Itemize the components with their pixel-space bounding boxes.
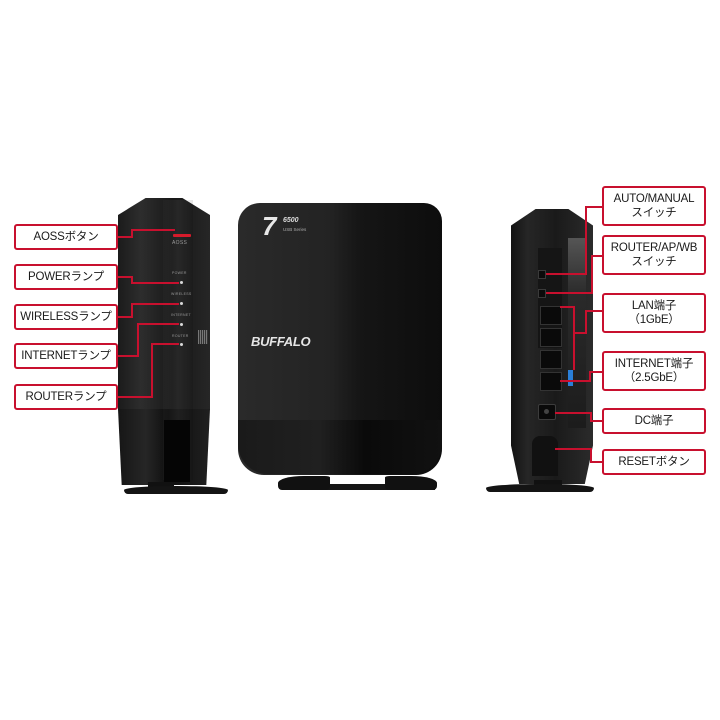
internet-led bbox=[180, 323, 183, 326]
callout-line bbox=[118, 236, 132, 238]
center-stand-bar bbox=[285, 484, 435, 490]
callout-label: AOSSボタン bbox=[33, 231, 99, 243]
callout-line bbox=[131, 282, 179, 284]
callout-line bbox=[546, 273, 586, 275]
power-led bbox=[180, 281, 183, 284]
router-front-stand bbox=[124, 486, 228, 494]
callout-line bbox=[573, 332, 587, 334]
callout-router-ap-wb-switch: ROUTER/AP/WB スイッチ bbox=[602, 235, 706, 275]
callout-label: スイッチ bbox=[631, 256, 677, 268]
callout-line bbox=[586, 310, 602, 312]
internet-port-indicator bbox=[568, 370, 573, 386]
wireless-led-label: WIRELESS bbox=[171, 292, 192, 296]
callout-line bbox=[590, 412, 592, 421]
callout-label: INTERNETランプ bbox=[21, 350, 111, 362]
callout-label: ROUTERランプ bbox=[25, 391, 107, 403]
router-front-vent bbox=[164, 420, 190, 482]
callout-line bbox=[118, 276, 132, 278]
callout-label: RESETボタン bbox=[618, 456, 690, 468]
internet-led-label: INTERNET bbox=[171, 313, 191, 317]
aoss-button[interactable] bbox=[173, 234, 191, 237]
callout-line bbox=[137, 323, 139, 357]
callout-line bbox=[118, 355, 138, 357]
callout-line bbox=[131, 229, 175, 231]
model-sub-text: USB Series bbox=[283, 227, 307, 232]
callout-internet-port: INTERNET端子 （2.5GbE） bbox=[602, 351, 706, 391]
callout-line bbox=[131, 303, 133, 318]
lan-port-3 bbox=[540, 350, 562, 369]
callout-line bbox=[555, 412, 591, 414]
callout-internet-lamp: INTERNETランプ bbox=[14, 343, 118, 369]
router-ap-wb-switch[interactable] bbox=[538, 289, 546, 298]
router-led bbox=[180, 343, 183, 346]
callout-label: （1GbE） bbox=[628, 314, 680, 326]
model-number: 6500 bbox=[283, 217, 299, 224]
callout-line bbox=[131, 229, 133, 238]
callout-power-lamp: POWERランプ bbox=[14, 264, 118, 290]
power-led-label: POWER bbox=[172, 271, 187, 275]
auto-manual-switch[interactable] bbox=[538, 270, 546, 279]
callout-line bbox=[589, 371, 591, 382]
qr-label bbox=[198, 330, 208, 344]
callout-label: スイッチ bbox=[631, 207, 677, 219]
callout-line bbox=[151, 343, 179, 345]
callout-line bbox=[573, 306, 575, 370]
callout-line bbox=[590, 461, 602, 463]
dc-port bbox=[538, 404, 556, 420]
callout-label: DC端子 bbox=[634, 415, 674, 427]
callout-line bbox=[590, 420, 602, 422]
callout-wireless-lamp: WIRELESSランプ bbox=[14, 304, 118, 330]
router-center-lower bbox=[238, 420, 442, 474]
aoss-text: AOSS bbox=[172, 240, 188, 246]
router-back-stand bbox=[486, 484, 594, 492]
callout-line bbox=[585, 206, 587, 275]
callout-dc-port: DC端子 bbox=[602, 408, 706, 434]
callout-reset-button: RESETボタン bbox=[602, 449, 706, 475]
center-stand-right bbox=[385, 476, 437, 490]
callout-line bbox=[591, 255, 602, 257]
callout-line bbox=[560, 306, 574, 308]
callout-label: WIRELESSランプ bbox=[20, 311, 112, 323]
callout-line bbox=[585, 206, 602, 208]
callout-line bbox=[131, 276, 133, 284]
lan-port-2 bbox=[540, 328, 562, 347]
internet-port bbox=[540, 372, 562, 391]
callout-label: INTERNET端子 bbox=[614, 358, 694, 370]
reset-button[interactable] bbox=[532, 436, 558, 476]
brand-logo: BUFFALO bbox=[251, 334, 311, 349]
callout-label: （2.5GbE） bbox=[623, 372, 685, 384]
callout-line bbox=[585, 310, 587, 333]
wifi7-logo-icon: 7 bbox=[262, 211, 277, 241]
router-led-label: ROUTER bbox=[172, 334, 189, 338]
callout-label: POWERランプ bbox=[28, 271, 104, 283]
callout-line bbox=[151, 343, 153, 398]
callout-auto-manual-switch: AUTO/MANUAL スイッチ bbox=[602, 186, 706, 226]
callout-router-lamp: ROUTERランプ bbox=[14, 384, 118, 410]
lan-port-1 bbox=[540, 306, 562, 325]
callout-line bbox=[546, 292, 592, 294]
callout-label: ROUTER/AP/WB bbox=[610, 242, 698, 254]
callout-line bbox=[118, 396, 152, 398]
callout-line bbox=[573, 310, 575, 312]
callout-line bbox=[560, 380, 590, 382]
callout-line bbox=[590, 448, 592, 462]
wireless-led bbox=[180, 302, 183, 305]
callout-line bbox=[131, 303, 179, 305]
callout-lan-port: LAN端子 （1GbE） bbox=[602, 293, 706, 333]
callout-line bbox=[589, 371, 602, 373]
callout-line bbox=[591, 255, 593, 294]
callout-label: LAN端子 bbox=[631, 300, 677, 312]
callout-line bbox=[137, 323, 179, 325]
callout-line bbox=[118, 316, 132, 318]
callout-label: AUTO/MANUAL bbox=[613, 193, 695, 205]
callout-aoss-button: AOSSボタン bbox=[14, 224, 118, 250]
callout-line bbox=[555, 448, 591, 450]
center-stand-left bbox=[278, 476, 330, 490]
